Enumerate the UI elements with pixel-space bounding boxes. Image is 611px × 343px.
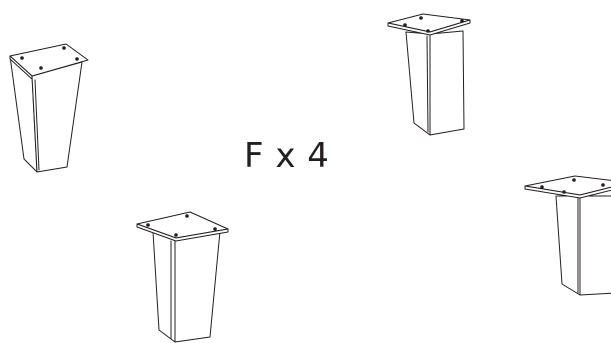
- screw-hole: [75, 57, 79, 61]
- screw-hole: [601, 183, 605, 187]
- part-quantity-label: F x 4: [244, 136, 330, 176]
- screw-hole: [426, 29, 430, 33]
- screw-hole: [403, 23, 407, 27]
- leg-edge: [34, 79, 40, 171]
- screw-hole: [62, 46, 66, 50]
- leg-plate-edge: [9, 55, 33, 80]
- leg-side-face: [429, 30, 465, 136]
- leg-plate-edge: [136, 223, 229, 242]
- leg-side-face: [579, 195, 611, 296]
- screw-hole: [185, 214, 189, 218]
- screw-hole: [562, 190, 566, 194]
- leg-side-face: [174, 230, 221, 343]
- leg-mounting-plate: [387, 13, 471, 33]
- leg-edge: [426, 35, 429, 133]
- screw-hole: [419, 16, 423, 20]
- furniture-leg-top-right: [387, 13, 471, 136]
- screw-hole: [213, 227, 217, 231]
- leg-front-face: [555, 195, 581, 296]
- furniture-leg-bottom-center: [136, 211, 229, 343]
- screw-hole: [460, 19, 464, 23]
- leg-front-face: [405, 31, 431, 136]
- leg-front-face: [152, 231, 176, 343]
- screw-hole: [39, 66, 43, 70]
- leg-side-face: [31, 61, 83, 173]
- screw-hole: [146, 223, 150, 227]
- furniture-leg-right: [524, 175, 611, 296]
- screw-hole: [174, 233, 178, 237]
- leg-plate-edge: [524, 185, 611, 199]
- screw-hole: [20, 56, 24, 60]
- screw-hole: [572, 178, 576, 182]
- screw-hole: [540, 185, 544, 189]
- furniture-leg-top-left: [9, 43, 89, 173]
